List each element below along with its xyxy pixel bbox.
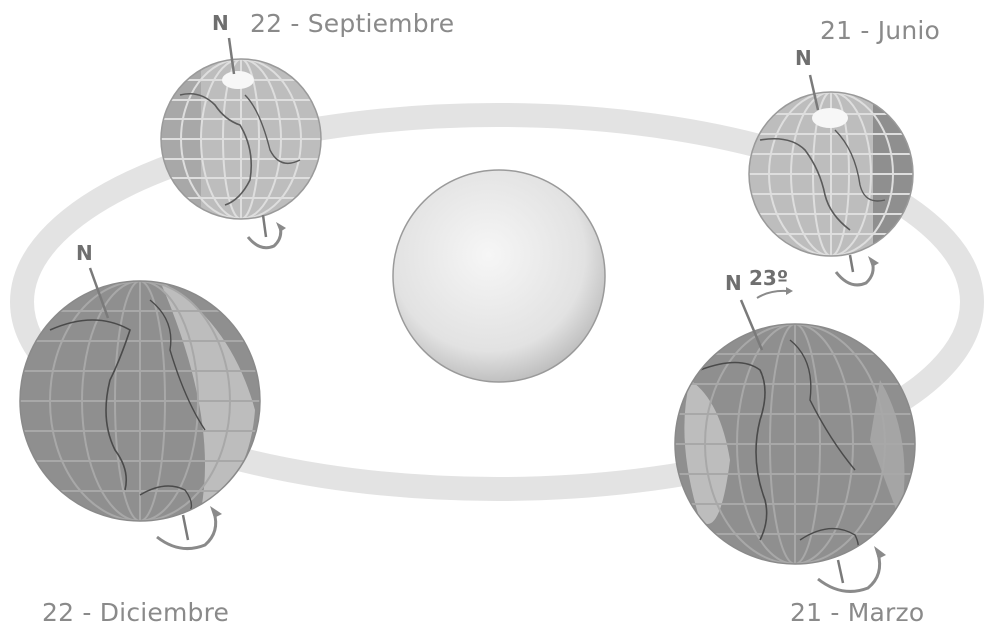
label-june: 21 - Junio bbox=[820, 16, 941, 45]
earth-march bbox=[674, 287, 916, 593]
label-september: 22 - Septiembre bbox=[250, 9, 455, 38]
sun bbox=[392, 169, 606, 383]
north-label-march: N bbox=[725, 271, 742, 295]
tilt-angle-label: 23º bbox=[749, 266, 789, 290]
north-label-december: N bbox=[76, 241, 93, 265]
earth-december bbox=[19, 267, 261, 551]
north-label-june: N bbox=[795, 46, 812, 70]
label-december: 22 - Diciembre bbox=[42, 598, 230, 627]
orbit-ring bbox=[10, 103, 984, 501]
label-march: 21 - Marzo bbox=[790, 598, 925, 627]
north-label-september: N bbox=[212, 11, 229, 35]
earth-june bbox=[748, 74, 914, 287]
earth-september bbox=[160, 37, 322, 250]
